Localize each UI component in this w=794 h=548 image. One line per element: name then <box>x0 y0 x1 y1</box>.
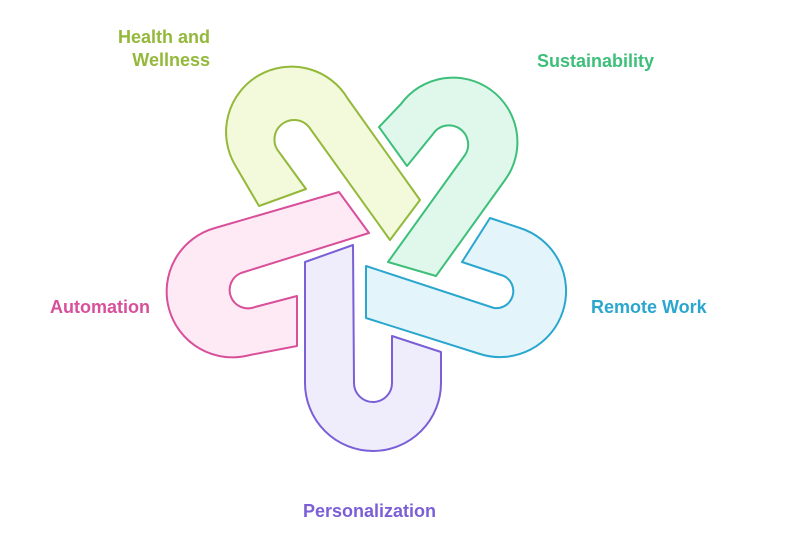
label-health-line-1: Health and <box>117 27 210 47</box>
link-automation <box>165 191 370 359</box>
label-sustainability: Sustainability <box>537 51 655 71</box>
link-sustainability <box>378 76 519 277</box>
label-health-and-wellness: Health and Wellness <box>92 26 210 72</box>
label-health-line-2: Wellness <box>132 50 210 70</box>
label-automation: Automation <box>50 297 150 317</box>
label-personalization: Personalization <box>303 501 437 521</box>
link-health <box>225 65 421 241</box>
label-remote-work: Remote Work <box>591 297 707 317</box>
link-personalization <box>304 244 442 452</box>
link-remote <box>365 217 568 359</box>
